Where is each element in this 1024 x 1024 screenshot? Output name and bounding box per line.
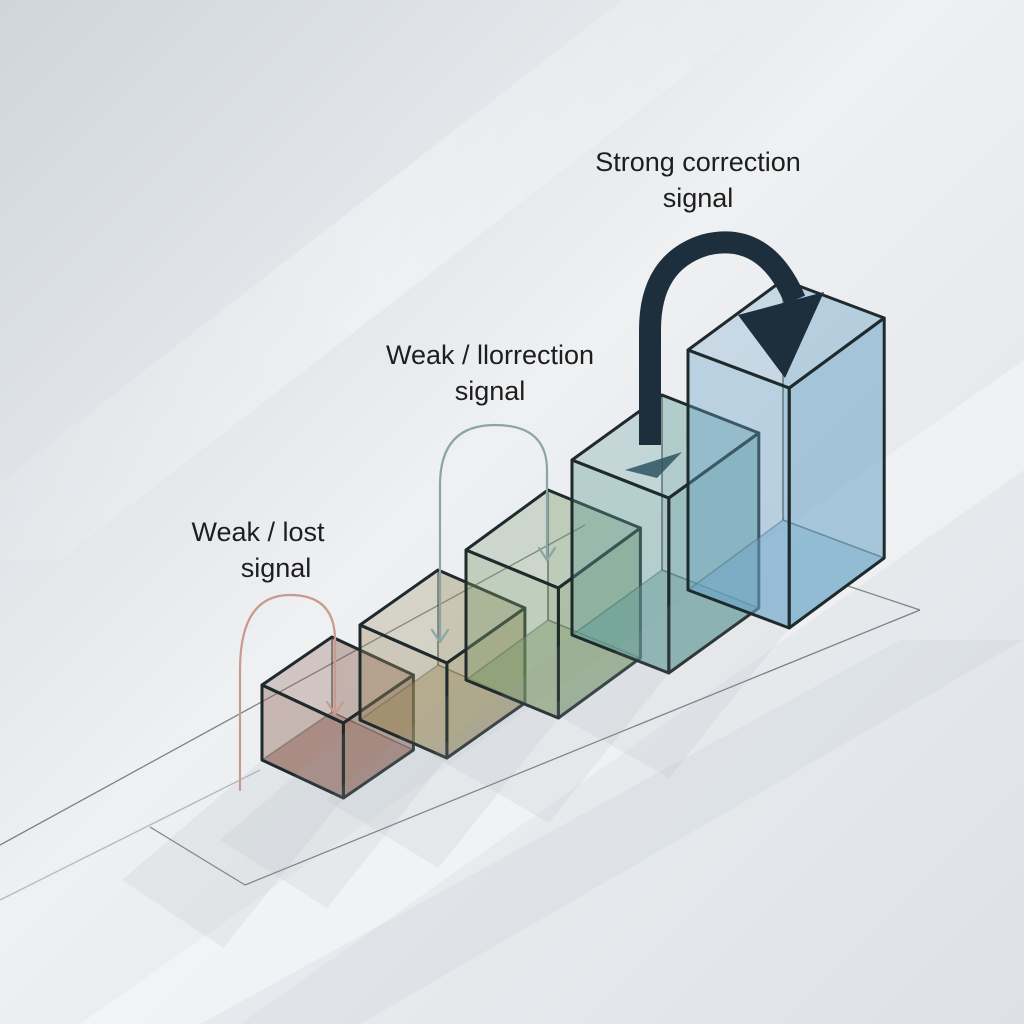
block-3-top-face: [464, 488, 642, 590]
block-4-shadow: [432, 635, 669, 823]
weak-arrow: [238, 593, 345, 792]
block-5: [548, 278, 886, 778]
block-2: [220, 568, 527, 908]
label-weak-correction-signal: Weak / llorrection signal: [370, 337, 610, 409]
block-1-shadow: [122, 760, 344, 948]
label-strong-correction-signal: Strong correction signal: [578, 144, 818, 216]
label-weak-lost-signal: Weak / lost signal: [178, 514, 338, 586]
label-weak-lost-line2: signal: [240, 553, 312, 583]
block-1-top-face: [260, 635, 415, 725]
label-weak-correction-line2: signal: [454, 376, 526, 406]
block-3-shadow: [326, 680, 559, 868]
baseline-guides: [0, 524, 921, 901]
label-strong-correction-line2: signal: [662, 183, 734, 213]
blocks-layer: [122, 278, 886, 948]
block-1: [122, 635, 415, 948]
block-2-top-face: [358, 568, 527, 665]
block-2-shadow: [220, 720, 447, 908]
block-5-front-face: [686, 348, 791, 630]
label-strong-correction-line1: Strong correction: [595, 147, 801, 177]
medium-arrow: [430, 423, 557, 644]
label-weak-lost-line1: Weak / lost: [191, 517, 325, 547]
block-5-shadow: [548, 590, 790, 778]
block-4: [432, 393, 761, 823]
block-4-top-face: [570, 393, 761, 500]
label-weak-correction-line1: Weak / llorrection: [385, 340, 595, 370]
strong-arrow: [625, 231, 824, 478]
